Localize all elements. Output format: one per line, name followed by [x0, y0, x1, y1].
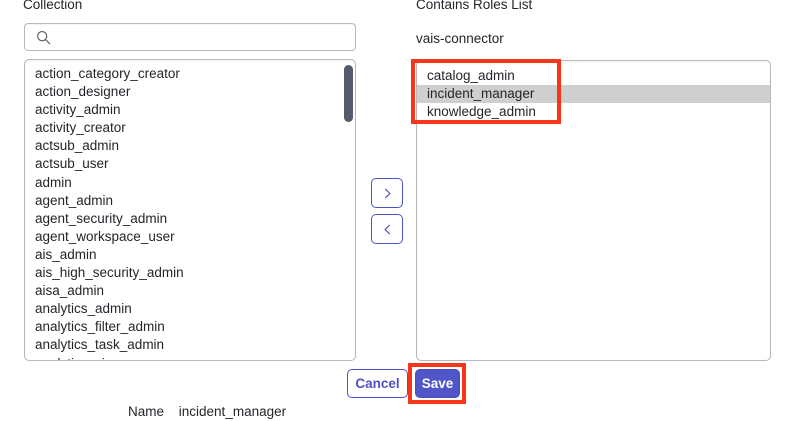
- roles-option-selected[interactable]: incident_manager: [417, 85, 770, 104]
- collection-option[interactable]: activity_creator: [35, 120, 126, 136]
- collection-option[interactable]: agent_workspace_user: [35, 228, 175, 244]
- collection-option[interactable]: aisa_admin: [35, 283, 105, 299]
- roles-option[interactable]: catalog_admin: [427, 68, 515, 83]
- collection-list-scrollbar[interactable]: [344, 63, 353, 359]
- search-input[interactable]: [59, 24, 347, 50]
- name-value: incident_manager: [178, 404, 287, 419]
- save-button[interactable]: Save: [415, 369, 460, 398]
- collection-option[interactable]: agent_admin: [35, 192, 114, 208]
- name-row: Name incident_manager: [128, 403, 286, 420]
- contains-roles-list-label: Contains Roles List: [416, 0, 533, 12]
- collection-option[interactable]: admin: [35, 174, 72, 190]
- collection-option[interactable]: analytics_task_admin: [35, 337, 165, 353]
- collection-list-scrollbar-thumb[interactable]: [344, 65, 353, 122]
- collection-option[interactable]: actsub_user: [35, 156, 109, 172]
- collection-option[interactable]: ais_high_security_admin: [35, 265, 184, 281]
- cancel-button[interactable]: Cancel: [347, 369, 408, 398]
- collection-option[interactable]: action_designer: [35, 84, 131, 100]
- chevron-right-icon: [372, 187, 402, 200]
- collection-option[interactable]: agent_security_admin: [35, 210, 168, 226]
- move-right-button[interactable]: [371, 178, 403, 208]
- collection-option[interactable]: ais_admin: [35, 246, 97, 262]
- move-left-button[interactable]: [371, 214, 403, 244]
- collection-option[interactable]: analytics_admin: [35, 301, 132, 317]
- search-icon: [36, 30, 51, 45]
- collection-option[interactable]: action_category_creator: [35, 66, 180, 81]
- collection-name-text: vais-connector: [416, 31, 504, 46]
- collection-option[interactable]: analytics_filter_admin: [35, 319, 165, 335]
- search-input-wrapper[interactable]: [24, 23, 356, 51]
- collection-option[interactable]: actsub_admin: [35, 138, 120, 154]
- roles-option[interactable]: knowledge_admin: [427, 104, 536, 120]
- chevron-left-icon: [372, 223, 402, 236]
- collection-label: Collection: [23, 0, 83, 12]
- name-label: Name: [128, 404, 165, 419]
- collection-option[interactable]: analytics_viewer: [25, 355, 355, 361]
- collection-option[interactable]: activity_admin: [35, 102, 121, 118]
